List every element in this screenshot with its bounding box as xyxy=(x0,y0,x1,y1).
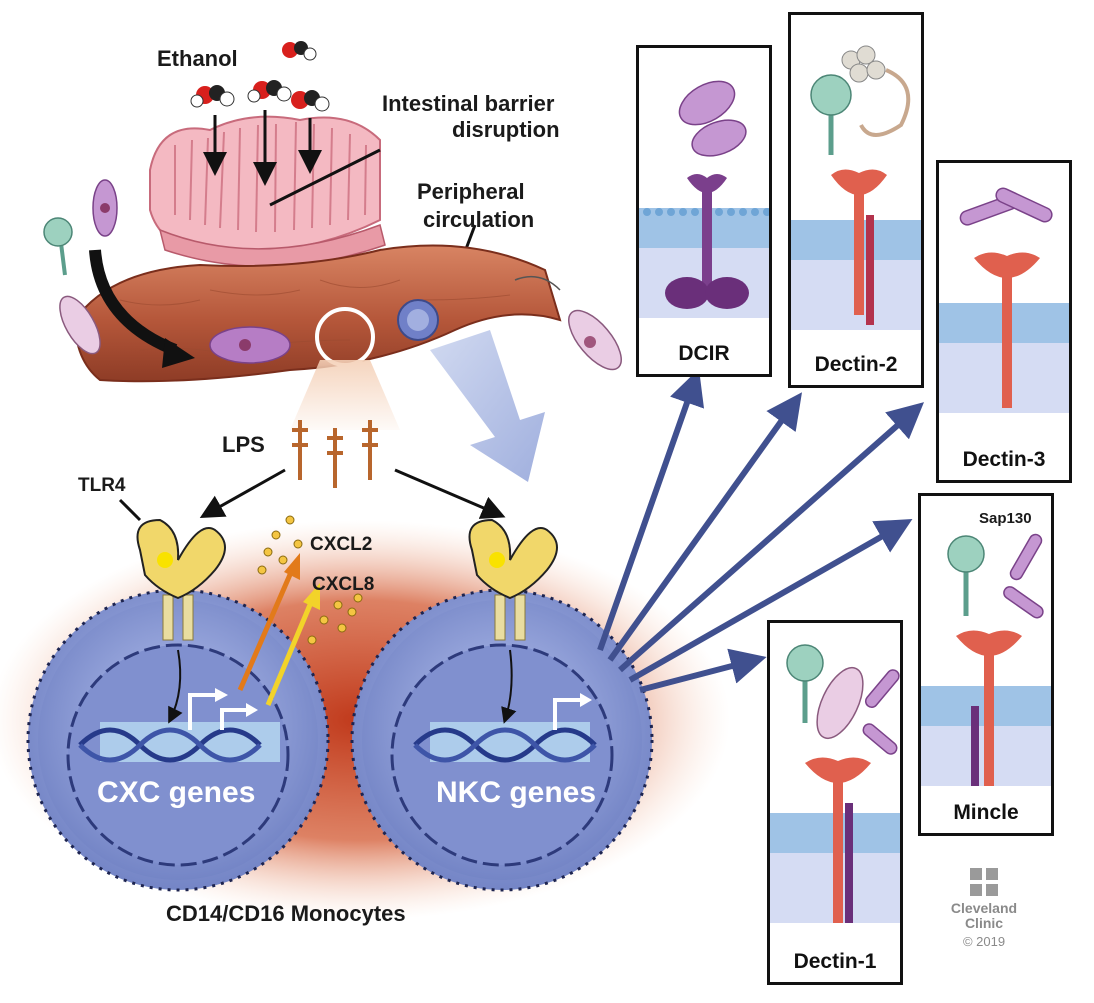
microbes xyxy=(43,179,622,371)
cxcl2-arrow xyxy=(237,569,295,691)
chemokine-dots xyxy=(257,515,363,645)
lps-to-cxc-arrow xyxy=(199,468,286,518)
cxcl8-arrowhead xyxy=(303,583,320,610)
cxc-monocyte-cell xyxy=(26,588,330,892)
lps-label: LPS xyxy=(222,432,265,457)
cxcl2-arrowhead xyxy=(284,553,300,580)
logo-name-line1: Cleveland xyxy=(950,900,1018,916)
cleveland-clinic-logo: Cleveland Clinic © 2019 xyxy=(944,868,1024,949)
tlr4-pointer xyxy=(118,498,142,522)
mincle-label: Mincle xyxy=(953,801,1019,824)
dcir-label: DCIR xyxy=(678,342,730,365)
sap130-label: Sap130 xyxy=(979,510,1032,527)
nkc-monocyte-cell xyxy=(350,588,654,892)
translocation-arrow xyxy=(89,249,178,356)
cxcl8-label: CXCL8 xyxy=(312,574,375,595)
panel-dectin-1: Dectin-1 xyxy=(767,620,903,985)
receptor-arrows xyxy=(597,368,925,693)
dectin-3-label: Dectin-3 xyxy=(962,448,1046,471)
ethanol-arrows xyxy=(203,110,322,186)
barrier-pointer xyxy=(269,148,381,207)
barrier-label-line1: Intestinal barrier xyxy=(382,91,555,116)
tlr4-receptor-left xyxy=(136,518,226,641)
ethanol-label: Ethanol xyxy=(157,46,238,71)
lps-molecules xyxy=(292,420,378,488)
logo-name-line2: Clinic xyxy=(964,915,1004,932)
logo-copyright: © 2019 xyxy=(962,933,1006,949)
blood-vessel xyxy=(73,244,562,383)
cxcl2-label: CXCL2 xyxy=(310,534,373,555)
panel-dectin-3: Dectin-3 xyxy=(936,160,1072,483)
dectin-2-label: Dectin-2 xyxy=(814,353,898,376)
tlr4-receptor-right xyxy=(468,518,558,641)
cxc-genes-label: CXC genes xyxy=(97,776,256,809)
circulation-label-line1: Peripheral xyxy=(417,179,525,204)
tlr4-label: TLR4 xyxy=(78,475,126,496)
monocytes-label: CD14/CD16 Monocytes xyxy=(166,901,406,926)
cleveland-clinic-logo-icon xyxy=(970,868,998,896)
intestine-tissue xyxy=(149,115,386,268)
dectin-1-label: Dectin-1 xyxy=(793,950,877,973)
nkc-genes-label: NKC genes xyxy=(436,776,597,809)
barrier-label-line2: disruption xyxy=(452,117,560,142)
cxcl8-arrow xyxy=(265,599,315,706)
panel-dcir: DCIR xyxy=(636,45,772,377)
zoom-beam xyxy=(290,360,400,430)
panel-dectin-2: Dectin-2 xyxy=(788,12,924,388)
ethanol-molecules xyxy=(190,41,330,112)
lps-to-nkc-arrow xyxy=(394,468,506,519)
cell-migration-arrow xyxy=(430,330,545,482)
circulation-label-line2: circulation xyxy=(423,207,535,232)
panel-mincle: Sap130 Mincle xyxy=(918,493,1054,836)
translocation-arrowhead xyxy=(162,338,195,368)
